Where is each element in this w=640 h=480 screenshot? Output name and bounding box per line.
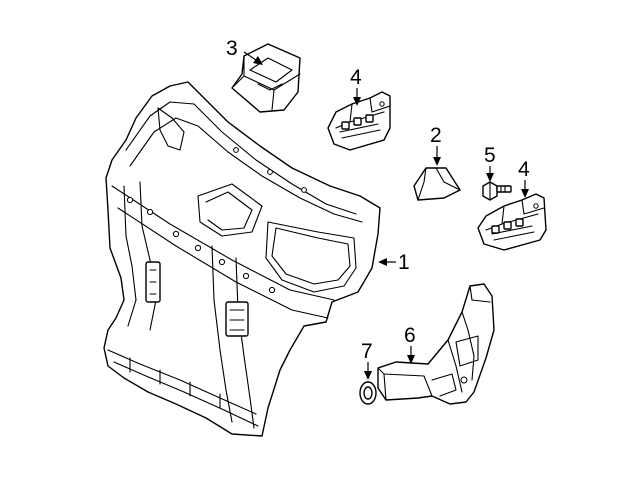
mount-bracket-lower-part[interactable] <box>477 193 547 251</box>
bolt-part[interactable] <box>482 181 512 201</box>
radiator-support-part[interactable] <box>103 81 381 437</box>
callout-label-4-upper: 4 <box>350 66 362 89</box>
mount-bracket-upper-part[interactable] <box>327 91 391 151</box>
latch-box-part[interactable] <box>231 43 301 113</box>
callout-1: 1 <box>378 251 410 274</box>
callout-2: 2 <box>430 124 442 166</box>
side-duct-part[interactable] <box>377 283 495 405</box>
callout-7: 7 <box>361 340 373 380</box>
callout-4-lower: 4 <box>518 158 530 198</box>
cone-bracket-part[interactable] <box>413 167 461 201</box>
callout-label-1: 1 <box>398 251 410 274</box>
callout-3: 3 <box>226 37 263 65</box>
callout-label-4-lower: 4 <box>518 158 530 181</box>
callout-label-3: 3 <box>226 37 238 60</box>
callout-6: 6 <box>404 324 416 364</box>
callout-4-upper: 4 <box>350 66 362 106</box>
callout-label-2: 2 <box>430 124 442 147</box>
callout-label-6: 6 <box>404 324 416 347</box>
washer-part[interactable] <box>359 381 377 405</box>
callout-label-5: 5 <box>484 144 496 167</box>
callout-label-7: 7 <box>361 340 373 363</box>
callout-5: 5 <box>484 144 496 182</box>
